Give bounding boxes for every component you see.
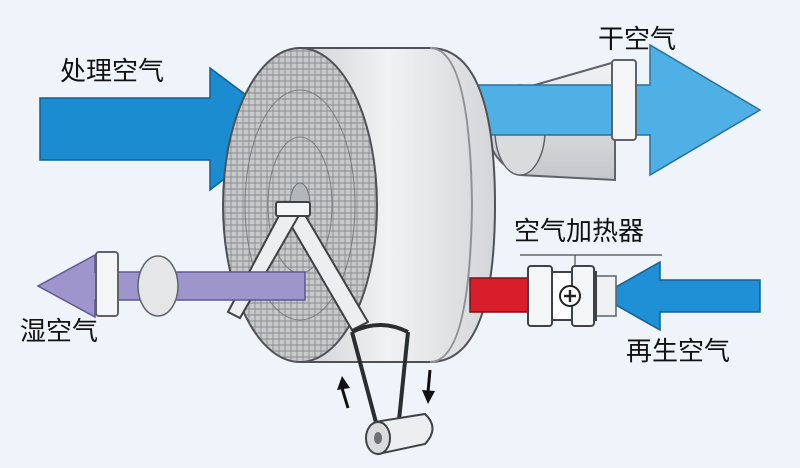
wet-air-duct [95, 251, 179, 317]
drive-motor [365, 412, 434, 456]
arrow-down-icon [422, 369, 435, 404]
dry-air-duct-flange [611, 59, 637, 141]
air-heater-unit [527, 265, 597, 327]
heater-label-leader [520, 254, 662, 266]
label-regen-air: 再生空气 [626, 337, 730, 367]
drive-belt [350, 323, 410, 431]
label-dry-air: 干空气 [598, 25, 676, 55]
plus-in-circle-icon [559, 285, 581, 307]
label-air-heater: 空气加热器 [514, 217, 644, 247]
arrow-up-icon [337, 376, 350, 409]
regen-duct-body [595, 275, 617, 317]
regen-air-arrow [598, 260, 761, 332]
label-wet-air: 湿空气 [20, 317, 98, 347]
label-process-air: 处理空气 [60, 57, 164, 87]
